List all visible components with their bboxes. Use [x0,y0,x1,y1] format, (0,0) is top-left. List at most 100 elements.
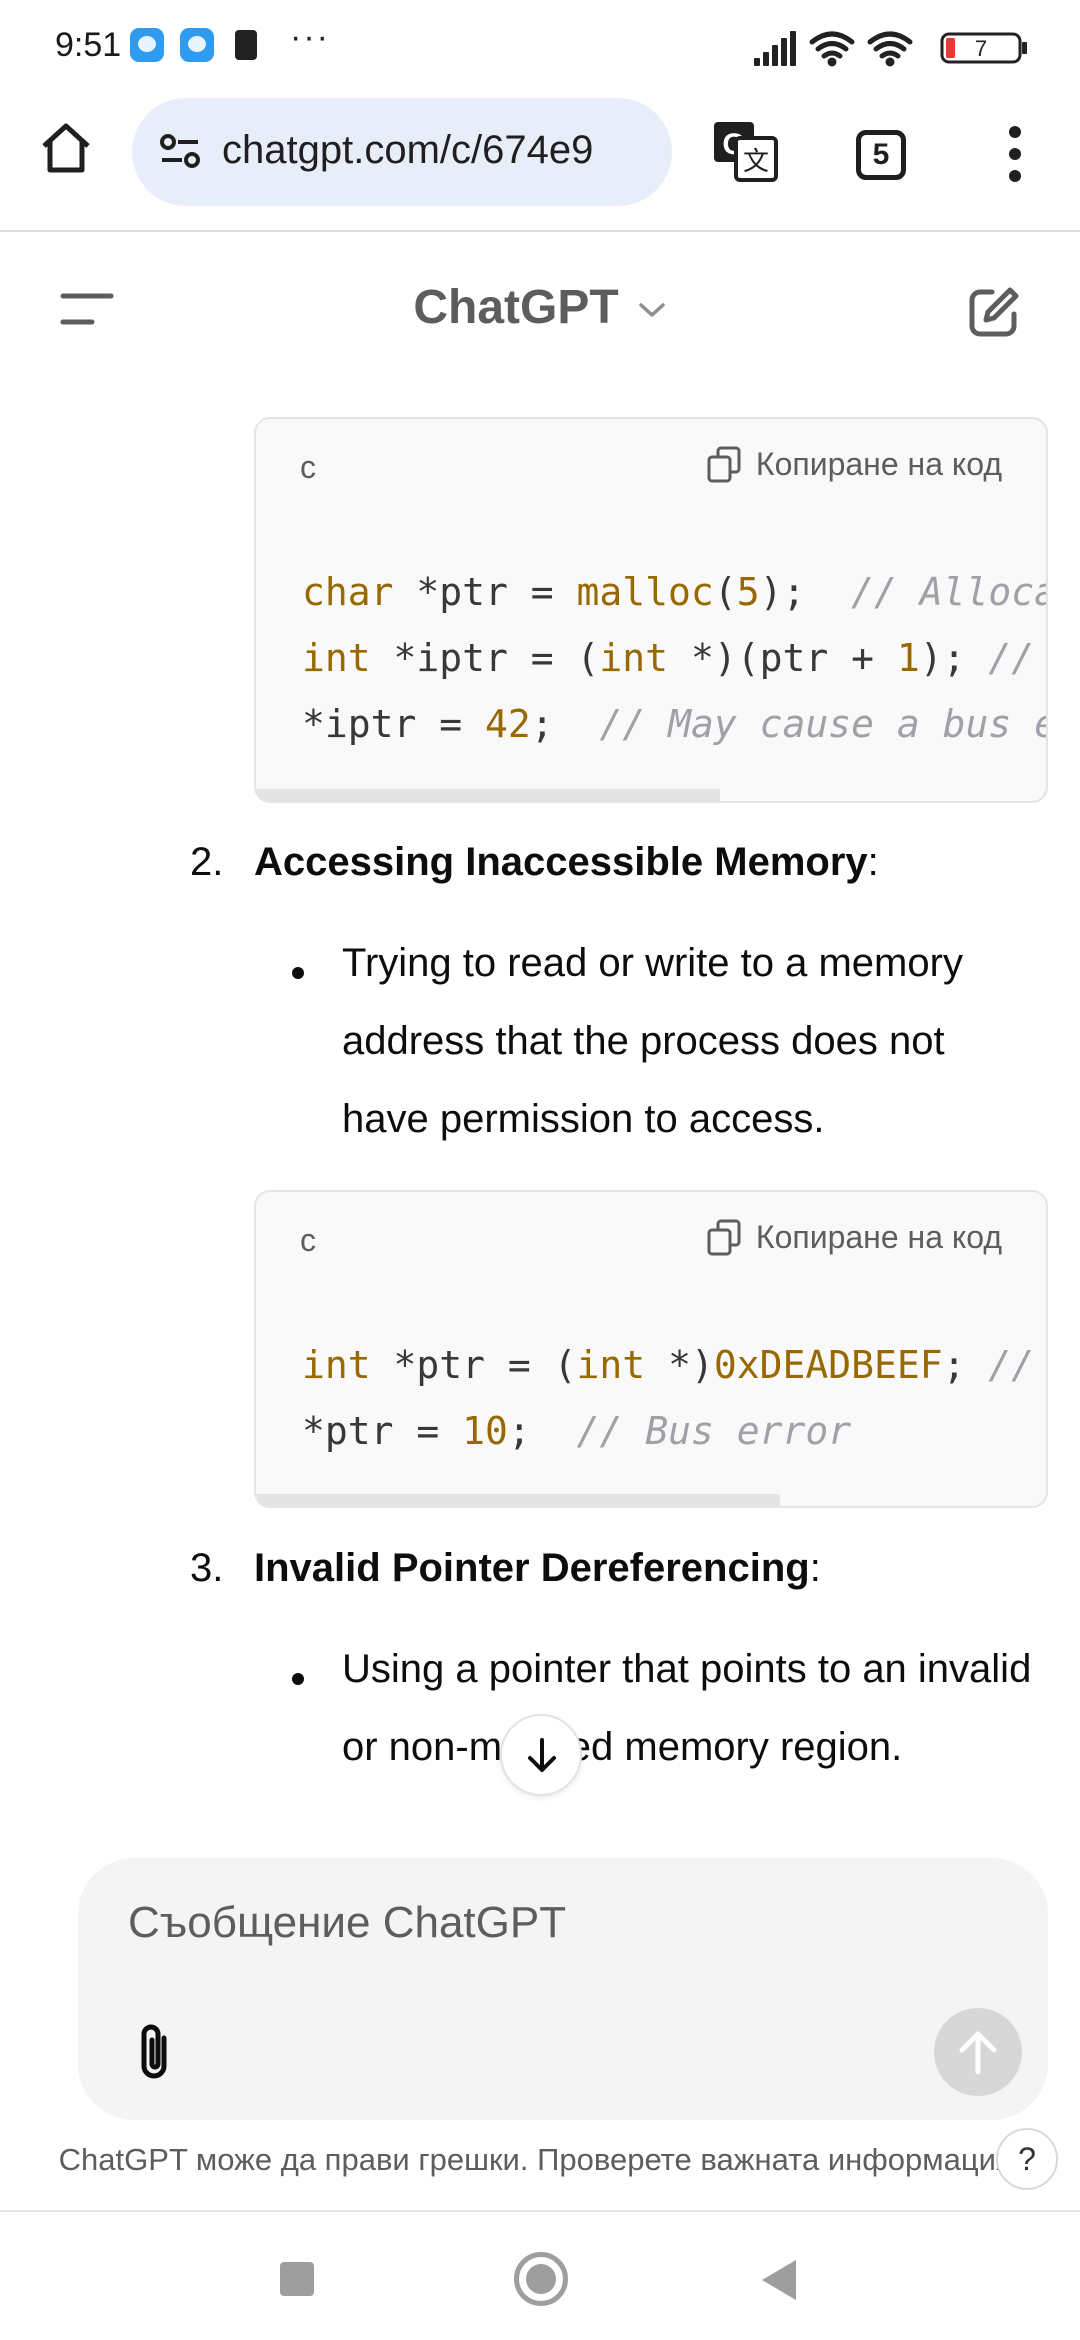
copy-code-button[interactable]: Копиране на код [706,1218,1002,1256]
list-heading: Invalid Pointer Dereferencing: [254,1546,821,1591]
system-nav-bar [0,2210,1080,2340]
code-language: c [300,1222,316,1258]
list-number: 2. [190,840,224,884]
code-token: *iptr = ( [370,636,600,680]
code-token: int [599,636,669,680]
message-input[interactable]: Съобщение ChatGPT [128,1898,567,1947]
code-line: *ptr = 10; // Bus error [302,1398,1034,1464]
more-vert-icon[interactable] [1000,124,1030,184]
site-settings-icon[interactable] [156,128,204,176]
chevron-down-icon[interactable] [637,300,667,320]
list-heading-bold: Invalid Pointer Dereferencing [254,1546,810,1590]
code-token: *ptr = [393,570,577,614]
code-token: ; [942,1343,989,1387]
code-line: int *ptr = (int *)0xDEADBEEF; // [302,1332,1034,1398]
code-token: // [988,636,1035,680]
code-block: c Копиране на код int *ptr = (int *)0xDE… [254,1190,1048,1508]
code-block: c Копиране на код char *ptr = malloc(5);… [254,417,1048,803]
back-icon[interactable] [762,2260,796,2300]
recents-icon[interactable] [280,2262,314,2296]
status-time: 9:51 [55,26,122,64]
wifi-icon [809,31,855,67]
code-language: c [300,449,316,485]
code-token: *iptr = [302,702,486,746]
message-composer[interactable]: Съобщение ChatGPT [78,1858,1048,2120]
bullet-text: Trying to read or write to a memory addr… [342,941,963,1141]
battery-icon: 7 [940,32,1027,64]
help-button[interactable]: ? [996,2128,1058,2190]
chat-content[interactable]: c Копиране на код char *ptr = malloc(5);… [0,384,1080,1844]
more-notifications-icon: ··· [290,18,330,56]
code-token: 5 [736,570,760,614]
url-bar[interactable]: chatgpt.com/c/674e9 [132,98,672,206]
battery-saver-icon [235,30,257,60]
system-status-icons: 7 [754,31,1027,67]
send-button[interactable] [934,2008,1022,2096]
code-token: ; [507,1409,577,1453]
code-token: *ptr = [302,1409,463,1453]
code-token: ); [919,636,989,680]
send-icon [959,2031,997,2075]
code-token: 0xDEADBEEF [713,1343,943,1387]
code-token: malloc [576,570,714,614]
browser-toolbar: chatgpt.com/c/674e9 G 文 5 [0,92,1080,232]
copy-code-label[interactable]: Копиране на код [755,1218,1002,1255]
new-chat-icon[interactable] [966,284,1022,340]
sidebar-menu-icon[interactable] [60,290,114,330]
code-token: 1 [896,636,920,680]
code-token: // Alloca [851,570,1048,614]
scroll-to-bottom-button[interactable] [500,1714,582,1796]
disclaimer-text: ChatGPT може да прави грешки. Проверете … [58,2142,1022,2177]
list-heading-suffix: : [867,840,879,884]
battery-level: 7 [975,36,987,61]
arrow-down-icon [528,1738,556,1772]
url-text[interactable]: chatgpt.com/c/674e9 [222,128,594,172]
copy-icon [707,446,741,483]
code-scrollbar[interactable] [256,789,720,801]
home-icon[interactable] [38,120,94,176]
code-token: *)(ptr + [668,636,897,680]
list-heading: Accessing Inaccessible Memory: [254,840,879,885]
code-token: 10 [462,1409,508,1453]
wifi-icon [867,31,913,67]
translate-icon[interactable]: G 文 [712,118,778,184]
code-token: ; [530,702,600,746]
code-token: *) [645,1343,714,1387]
bullet-text: Using a pointer that points to an invali… [342,1647,1032,1769]
app-notification-icon [180,28,214,62]
copy-icon [707,1219,741,1256]
bullet-dot [292,1673,304,1685]
code-token: ); [759,570,852,614]
home-circle-icon[interactable] [514,2252,568,2306]
code-token: 42 [485,702,531,746]
code-token: int [302,636,371,680]
code-token: // [988,1343,1035,1387]
code-line: int *iptr = (int *)(ptr + 1); // [302,625,1046,691]
code-token: char [302,570,394,614]
code-text: int *ptr = (int *)0xDEADBEEF; //*ptr = 1… [302,1332,1034,1464]
app-notification-icon [130,28,164,62]
list-number: 3. [190,1546,224,1590]
attach-icon[interactable] [126,2018,182,2088]
model-selector[interactable]: ChatGPT [0,280,1080,335]
code-token: *ptr = ( [370,1343,577,1387]
signal-icon [754,31,796,66]
code-scrollbar[interactable] [256,1494,780,1506]
code-token: int [576,1343,646,1387]
list-heading-suffix: : [809,1546,821,1590]
status-bar: 9:51 ··· 7 [0,0,1080,92]
copy-code-button[interactable]: Копиране на код [706,445,1002,483]
code-token: int [302,1343,371,1387]
svg-text:文: 文 [743,147,769,177]
tab-switcher-button[interactable]: 5 [856,130,906,180]
code-token: // May cause a bus e [599,702,1048,746]
list-heading-bold: Accessing Inaccessible Memory [254,840,868,884]
code-token: // Bus error [576,1409,852,1453]
copy-code-label[interactable]: Копиране на код [755,445,1002,482]
chat-header: ChatGPT [0,234,1080,384]
code-line: char *ptr = malloc(5); // Alloca [302,559,1048,625]
model-title[interactable]: ChatGPT [413,281,619,334]
code-line: *iptr = 42; // May cause a bus e [302,691,1048,757]
bullet-dot [292,967,304,979]
